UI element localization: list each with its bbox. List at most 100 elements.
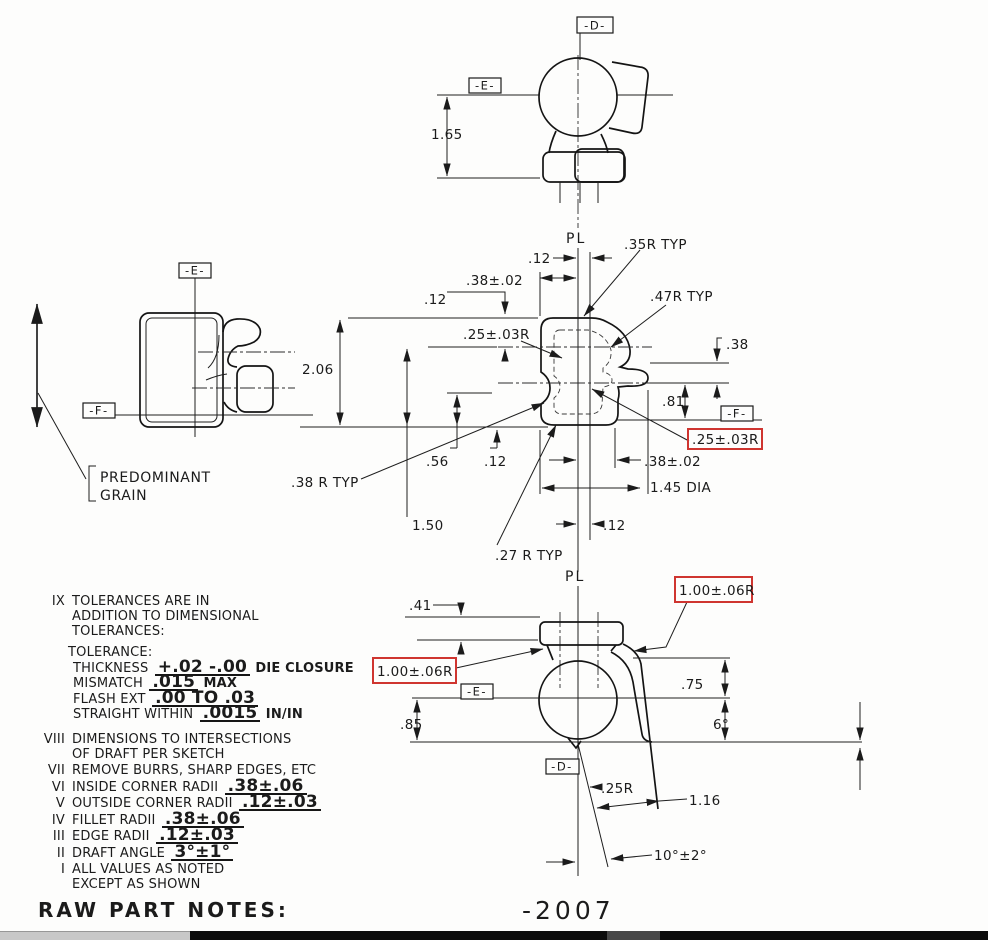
note-ix-line3: TOLERANCES: (72, 624, 165, 639)
side-view-part-outline (139, 312, 295, 428)
note-i-line2: EXCEPT AS SHOWN (72, 877, 201, 892)
datum-e-bottom-label: -E- (467, 685, 487, 699)
dim-75: .75 (681, 659, 729, 697)
note-iv-num: IV (51, 812, 65, 828)
dim-12-top-label: .12 (528, 251, 551, 267)
callout-25r-boxed-label: .25±.03R (692, 432, 759, 448)
bottom-bar-black (190, 931, 988, 940)
dim-12-mid-label: .12 (484, 454, 507, 470)
note-i-num: I (60, 862, 65, 877)
top-view-part-outline (538, 57, 649, 203)
dim-85: .85 (400, 699, 422, 741)
top-view: -D- 1.65 -E- (431, 16, 673, 228)
note-vi-num: VI (51, 779, 65, 795)
tolerance-block: TOLERANCE: THICKNESS +.02 -.00 DIE CLOSU… (68, 645, 368, 723)
side-view: -E- PREDOMINANT GRAIN (31, 262, 295, 504)
thickness-value: +.02 -.00 (154, 658, 250, 676)
note-i-line1: ALL VALUES AS NOTED (72, 862, 225, 877)
dim-81-label: .81 (662, 394, 685, 410)
datum-f-left-label: -F- (89, 404, 108, 418)
note-iii-label: EDGE RADII (72, 829, 150, 844)
callout-38r-label: .38 R TYP (291, 475, 359, 491)
callout-100r-left-label: 1.00±.06R (377, 664, 453, 680)
datum-flag-d-bottom: -D- (545, 758, 580, 775)
note-vii-text: REMOVE BURRS, SHARP EDGES, ETC (72, 763, 317, 778)
datum-flag-f-right: -F- (616, 405, 762, 422)
note-iii-num: III (52, 829, 65, 844)
note-vii-num: VII (47, 763, 65, 778)
bottom-view-part-outline (538, 621, 659, 868)
note-v: V OUTSIDE CORNER RADII .12±.03 (38, 794, 368, 811)
grain-label-line2: GRAIN (100, 488, 147, 504)
dim-1-16-label: 1.16 (689, 793, 721, 809)
dim-10deg: 10°±2° (546, 848, 707, 866)
dim-56: .56 (426, 392, 492, 470)
note-vi: VI INSIDE CORNER RADII .38±.06 (38, 777, 368, 795)
note-iv: IV FILLET RADII .38±.06 (38, 810, 368, 828)
callout-47r-label: .47R TYP (650, 289, 713, 305)
dim-12-top: .12 (528, 251, 612, 267)
parting-line-label-top: PL (566, 231, 586, 247)
note-vii: VII REMOVE BURRS, SHARP EDGES, ETC (38, 763, 368, 778)
tolerance-flash: FLASH EXT .00 TO .03 (73, 689, 368, 708)
callout-25r-boxed: .25±.03R (591, 388, 763, 450)
datum-e-side-label: -E- (185, 264, 205, 278)
dim-38-right: .38 (650, 337, 748, 399)
callout-25r-bottom: .25R (589, 781, 633, 797)
note-v-value: .12±.03 (239, 794, 321, 811)
note-vi-value: .38±.06 (224, 777, 307, 795)
datum-flag-d-top: -D- (576, 16, 614, 60)
part-number: -2007 (522, 896, 615, 925)
note-v-num: V (55, 796, 65, 811)
grain-label-line1: PREDOMINANT (100, 470, 211, 486)
front-view: PL .12 .38±.02 .35R TYP .47R TYP . (82, 231, 763, 572)
callout-38r: .38 R TYP (291, 402, 545, 491)
dim-38-02-bottom: .38±.02 (549, 428, 701, 470)
note-ix-num: IX (51, 594, 65, 609)
datum-flag-e-top: -E- (468, 77, 502, 94)
straight-value: .0015 (199, 705, 261, 722)
note-ix: IX TOLERANCES ARE IN ADDITION TO DIMENSI… (38, 594, 368, 639)
dim-12-left: .12 (424, 291, 509, 362)
tolerance-header: TOLERANCE: (68, 645, 153, 660)
front-view-part-outline (540, 317, 649, 426)
dim-41-label: .41 (409, 598, 432, 614)
datum-flag-f-left: -F- (82, 402, 313, 419)
callout-100r-right-label: 1.00±.06R (679, 583, 755, 599)
dim-2-06-label: 2.06 (302, 362, 334, 378)
grain-direction: PREDOMINANT GRAIN (31, 303, 211, 504)
dim-1-45-dia: 1.45 DIA (539, 390, 711, 496)
mismatch-label: MISMATCH (73, 676, 144, 691)
dim-81: .81 (662, 384, 689, 419)
note-vi-label: INSIDE CORNER RADII (72, 779, 219, 795)
dim-1-16: 1.16 (596, 793, 721, 811)
dim-12-bottom-label: .12 (603, 518, 626, 534)
flash-label: FLASH EXT (73, 691, 146, 707)
note-ix-line2: ADDITION TO DIMENSIONAL (72, 609, 259, 624)
dim-41: .41 (405, 598, 540, 655)
callout-35r: .35R TYP (583, 237, 687, 317)
note-ix-line1: TOLERANCES ARE IN (72, 594, 210, 609)
red-highlight-box-3 (674, 576, 753, 603)
note-v-label: OUTSIDE CORNER RADII (72, 796, 233, 811)
dim-38-02-top: .38±.02 (466, 272, 577, 316)
dim-38-02-top-label: .38±.02 (466, 273, 523, 289)
straight-label: STRAIGHT WITHIN (73, 707, 194, 722)
datum-d-top-label: -D- (584, 19, 606, 33)
note-viii-line1: DIMENSIONS TO INTERSECTIONS (72, 731, 292, 747)
thickness-label: THICKNESS (73, 660, 149, 676)
flash-value: .00 TO .03 (152, 689, 259, 707)
note-ii-num: II (56, 845, 65, 861)
callout-47r: .47R TYP (610, 289, 713, 348)
raw-part-notes-title: RAW PART NOTES: (38, 898, 289, 922)
dim-12-mid: .12 (484, 429, 507, 470)
dim-1-50-label: 1.50 (412, 518, 444, 534)
bottom-view: PL .41 1.00±.06R (372, 569, 864, 876)
dim-1-65: 1.65 (431, 96, 540, 179)
datum-e-top-label: -E- (475, 79, 495, 93)
thickness-suffix: DIE CLOSURE (255, 660, 354, 676)
front-view-inner-contour (553, 329, 613, 415)
tolerance-mismatch: MISMATCH .015 MAX (73, 674, 368, 692)
callout-100r-right: 1.00±.06R (633, 576, 755, 654)
